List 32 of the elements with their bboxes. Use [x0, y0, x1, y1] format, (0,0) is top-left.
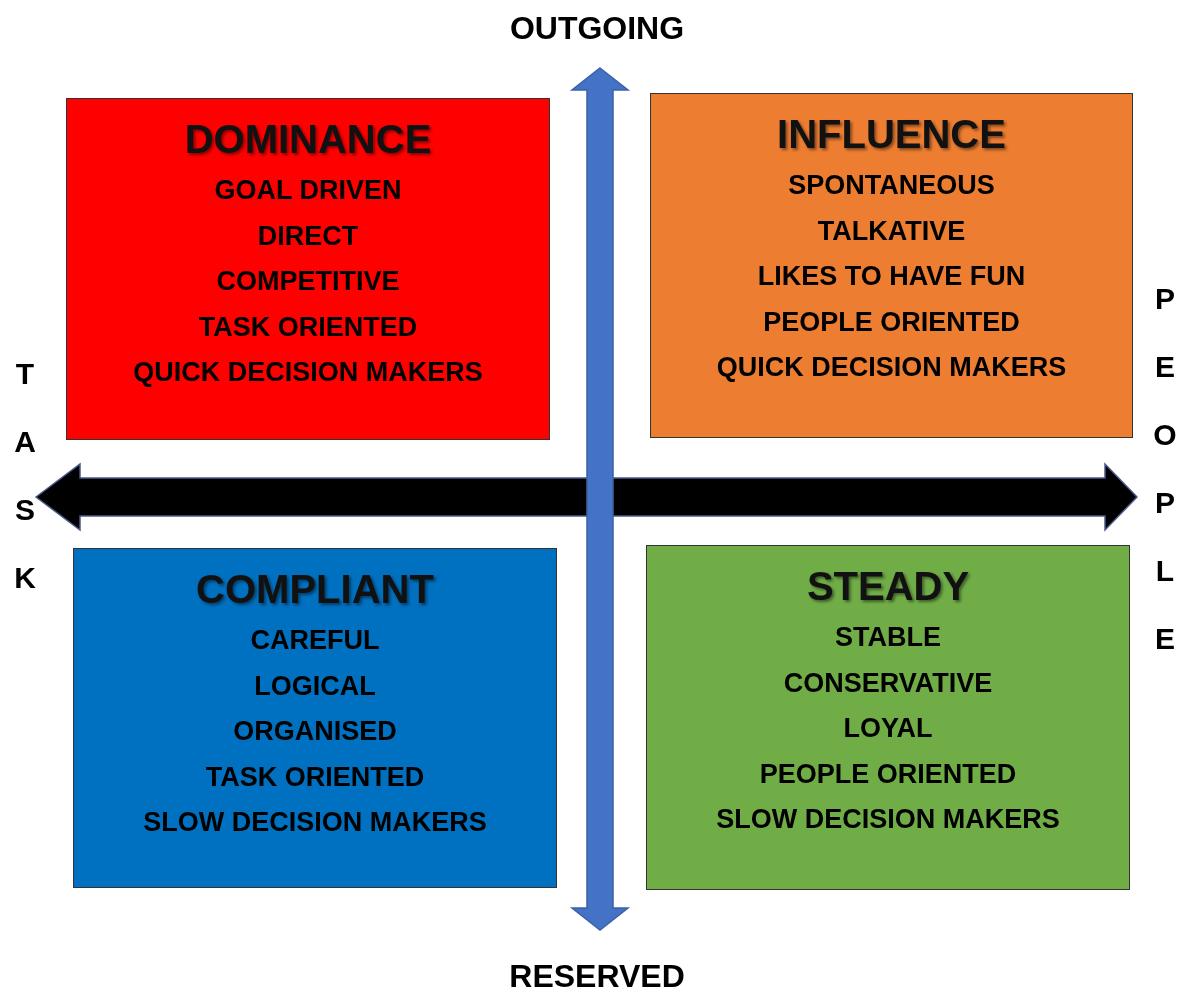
axis-label: OUTGOING: [508, 10, 686, 47]
quadrant-box: [66, 98, 550, 440]
trait-text: TALKATIVE: [817, 214, 966, 248]
quadrant-title: STEADY: [806, 564, 970, 609]
quadrant-title: DOMINANCE: [184, 117, 432, 162]
trait-text: TASK ORIENTED: [198, 310, 418, 344]
quadrant-box: [650, 93, 1133, 438]
axis-label: TASK: [13, 356, 37, 596]
quadrant-title: COMPLIANT: [196, 567, 434, 612]
trait-text: LOYAL: [843, 712, 933, 745]
trait-text: QUICK DECISION MAKERS: [716, 351, 1067, 384]
trait-text: DIRECT: [257, 219, 359, 253]
trait-text: GOAL DRIVEN: [214, 174, 402, 207]
trait-text: LIKES TO HAVE FUN: [757, 260, 1026, 293]
quadrant-box: [646, 545, 1130, 890]
trait-text: STABLE: [835, 621, 941, 654]
quadrant-box: [73, 548, 557, 888]
quadrant-title: INFLUENCE: [777, 112, 1006, 157]
trait-text: SPONTANEOUS: [788, 169, 995, 202]
axis-label: RESERVED: [508, 958, 686, 995]
trait-text: COMPETITIVE: [216, 265, 400, 298]
trait-text: PEOPLE ORIENTED: [759, 757, 1017, 791]
trait-text: LOGICAL: [254, 669, 376, 703]
trait-text: CONSERVATIVE: [783, 666, 993, 700]
trait-text: CAREFUL: [250, 624, 380, 657]
trait-text: SLOW DECISION MAKERS: [143, 806, 487, 839]
trait-text: PEOPLE ORIENTED: [763, 305, 1020, 339]
trait-text: QUICK DECISION MAKERS: [133, 356, 483, 389]
trait-text: SLOW DECISION MAKERS: [716, 803, 1060, 836]
trait-text: ORGANISED: [233, 715, 397, 748]
axis-label: PEOPLE: [1152, 281, 1178, 657]
trait-text: TASK ORIENTED: [205, 760, 425, 794]
